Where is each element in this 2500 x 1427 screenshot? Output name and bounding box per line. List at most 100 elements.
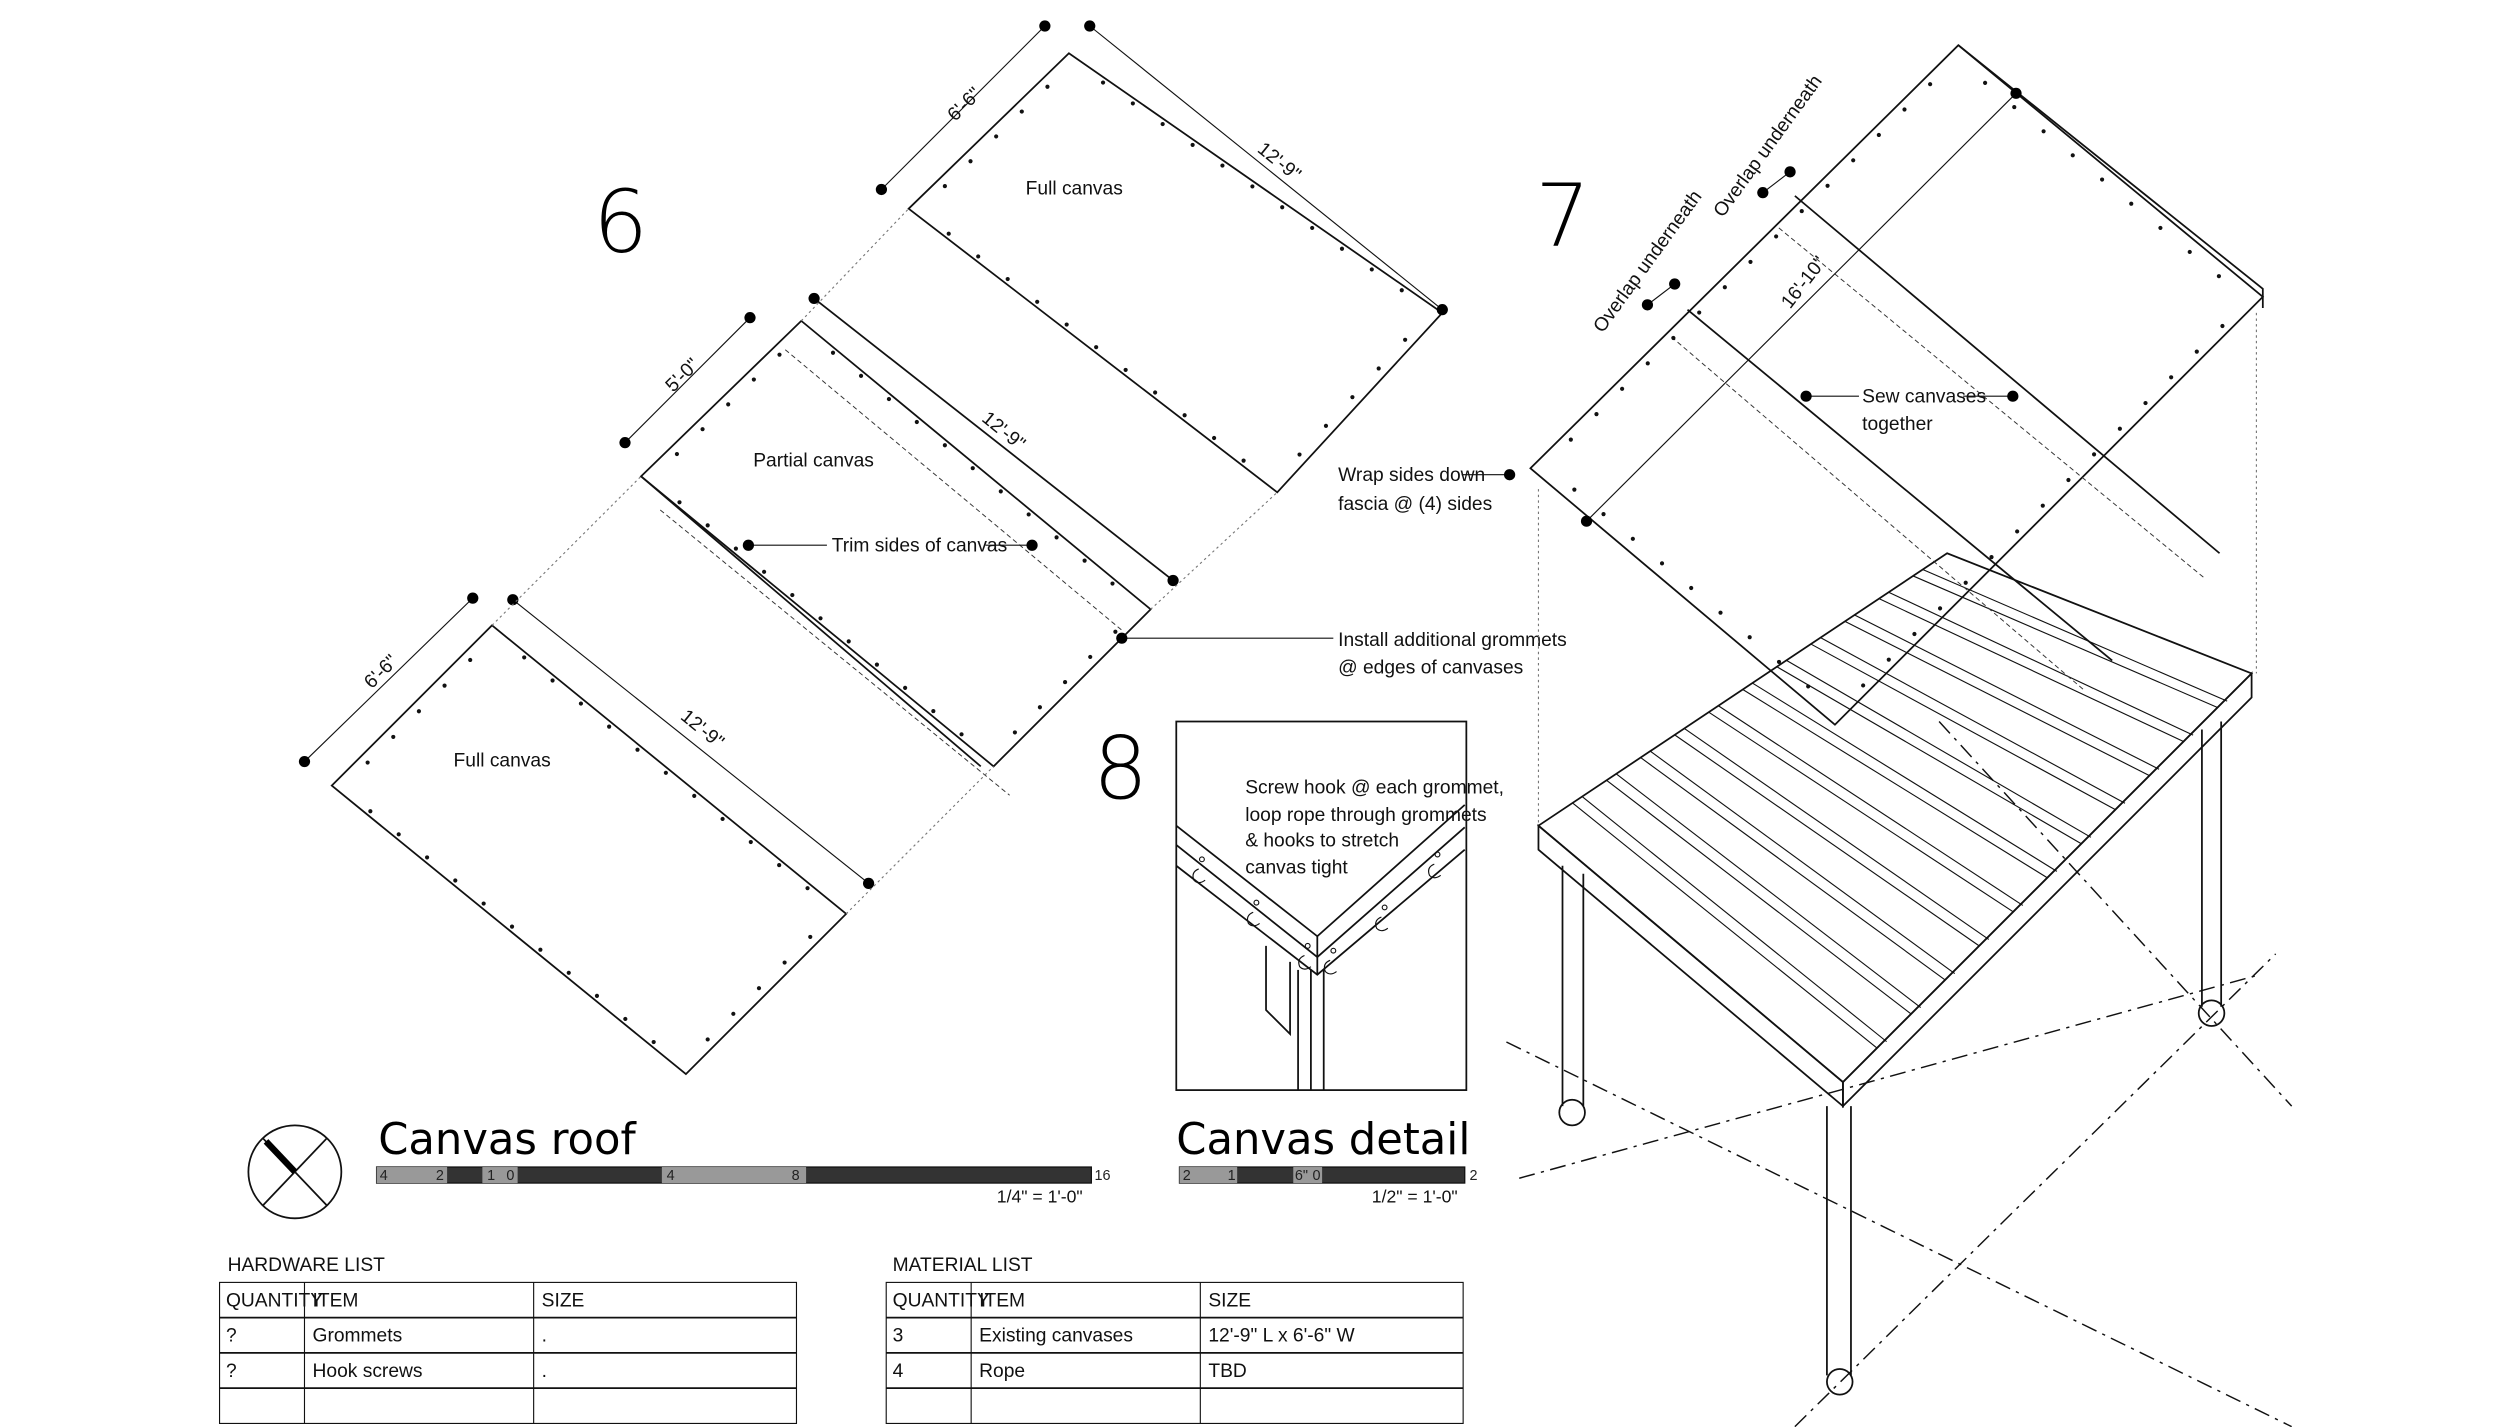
grommet <box>1045 84 1050 89</box>
dimension-dot <box>1167 574 1179 587</box>
joist <box>1888 591 2194 736</box>
grommet <box>1012 730 1017 735</box>
joist <box>1683 727 1990 940</box>
joist <box>1810 643 2116 811</box>
drawing-number-7: 7 <box>1535 167 1590 267</box>
grommet <box>1323 423 1329 428</box>
table-cell: 12'-9" L x 6'-6" W <box>1208 1326 1355 1347</box>
grommet <box>594 993 600 998</box>
north-arrow-icon <box>247 1124 343 1220</box>
grommet <box>692 793 697 798</box>
grommet <box>674 451 680 457</box>
grommet <box>468 657 473 663</box>
scale-tick: 0 <box>1313 1168 1321 1184</box>
dimension-line <box>1089 25 1443 311</box>
table-cell: 4 <box>893 1361 904 1382</box>
grommet <box>1876 132 1881 138</box>
grommet <box>1054 535 1059 540</box>
canvas-label: Full canvas <box>1026 178 1123 199</box>
grommet <box>858 373 864 378</box>
grommet <box>2158 225 2163 231</box>
table-header-cell: QUANTITY <box>226 1290 323 1311</box>
grommet <box>1689 585 1694 591</box>
grommets <box>365 655 813 1045</box>
grommet <box>762 569 767 574</box>
scale-bar-segment <box>376 1167 448 1184</box>
grommet <box>1297 452 1302 457</box>
grommet <box>705 1037 710 1042</box>
dimension-dot <box>1436 304 1448 316</box>
dimension-dot <box>2010 87 2022 99</box>
grommet <box>2066 477 2071 483</box>
alignment-line <box>1150 491 1278 610</box>
grommet <box>1799 209 1804 214</box>
overlap-dot <box>1641 299 1654 311</box>
grommet <box>1310 225 1315 231</box>
dimension-line <box>881 25 1046 190</box>
grommet <box>607 724 612 729</box>
grommet <box>1776 659 1782 664</box>
grommet <box>391 734 396 739</box>
grommet <box>805 886 810 891</box>
grommet <box>1190 142 1195 147</box>
title-canvas-roof: Canvas roof 4 2 1 0 4 8 16 1/4" = 1'-0" <box>375 1115 1111 1206</box>
grommet <box>550 678 555 683</box>
post-footing <box>1558 1098 1586 1127</box>
grommet <box>396 832 401 837</box>
overlap-note-1: Overlap underneath <box>1590 187 1707 337</box>
grommet <box>1774 234 1779 239</box>
grommets <box>942 80 1408 463</box>
grommet <box>700 427 705 432</box>
roof-wrap-edge <box>1957 44 2264 309</box>
grommet <box>1434 851 1441 858</box>
joist <box>1912 575 2218 709</box>
grommet <box>1983 80 1988 85</box>
grommet <box>970 466 975 471</box>
scale-tick: 8 <box>792 1168 800 1184</box>
leader-dot <box>1800 390 1812 402</box>
joist <box>1606 779 1912 1015</box>
grommet <box>1659 561 1665 566</box>
grommet <box>1241 458 1246 463</box>
grommet <box>1005 276 1010 282</box>
grommet <box>453 878 458 883</box>
leader-dot <box>1116 632 1128 644</box>
grommet <box>1568 437 1573 442</box>
scale-tick: 16 <box>1095 1168 1111 1184</box>
dimension-dot <box>1039 20 1051 32</box>
joist <box>1649 750 1956 974</box>
grommet <box>1304 942 1311 949</box>
table-cell: ? <box>226 1326 237 1347</box>
grommet <box>416 709 421 714</box>
scale-bar-segment <box>661 1167 807 1184</box>
table-cell: Grommets <box>313 1326 403 1347</box>
grommet <box>368 809 373 814</box>
table-header-cell: SIZE <box>542 1290 585 1311</box>
drawing-number-6: 6 <box>593 173 648 273</box>
grommet <box>1110 581 1115 586</box>
hook-icon <box>1428 863 1442 879</box>
grommet <box>756 986 762 991</box>
grommet <box>1572 487 1577 492</box>
grommet <box>1250 184 1255 189</box>
table-header-cell: ITEM <box>979 1290 1025 1311</box>
canvas-label: Full canvas <box>454 750 551 771</box>
hook-icon <box>1375 916 1389 932</box>
canvas-label: Partial canvas <box>753 451 874 472</box>
grommet <box>931 709 936 714</box>
grommet <box>522 655 527 660</box>
drawing-8: 8 Screw hook @ each grommet, loop rope t… <box>1093 719 1504 1091</box>
grommet <box>1381 904 1388 911</box>
roof-outline <box>1529 44 2265 726</box>
grommet <box>481 901 486 906</box>
overlap-line <box>1778 227 2204 578</box>
grommet <box>2194 349 2199 354</box>
dimension-dot <box>862 877 875 889</box>
grommet <box>733 546 738 551</box>
grommet <box>748 839 753 845</box>
grommet <box>705 523 710 528</box>
joist <box>1615 773 1922 1009</box>
grommets-note-line-1: Install additional grommets <box>1338 630 1567 651</box>
scale-tick: 1 <box>487 1168 495 1184</box>
